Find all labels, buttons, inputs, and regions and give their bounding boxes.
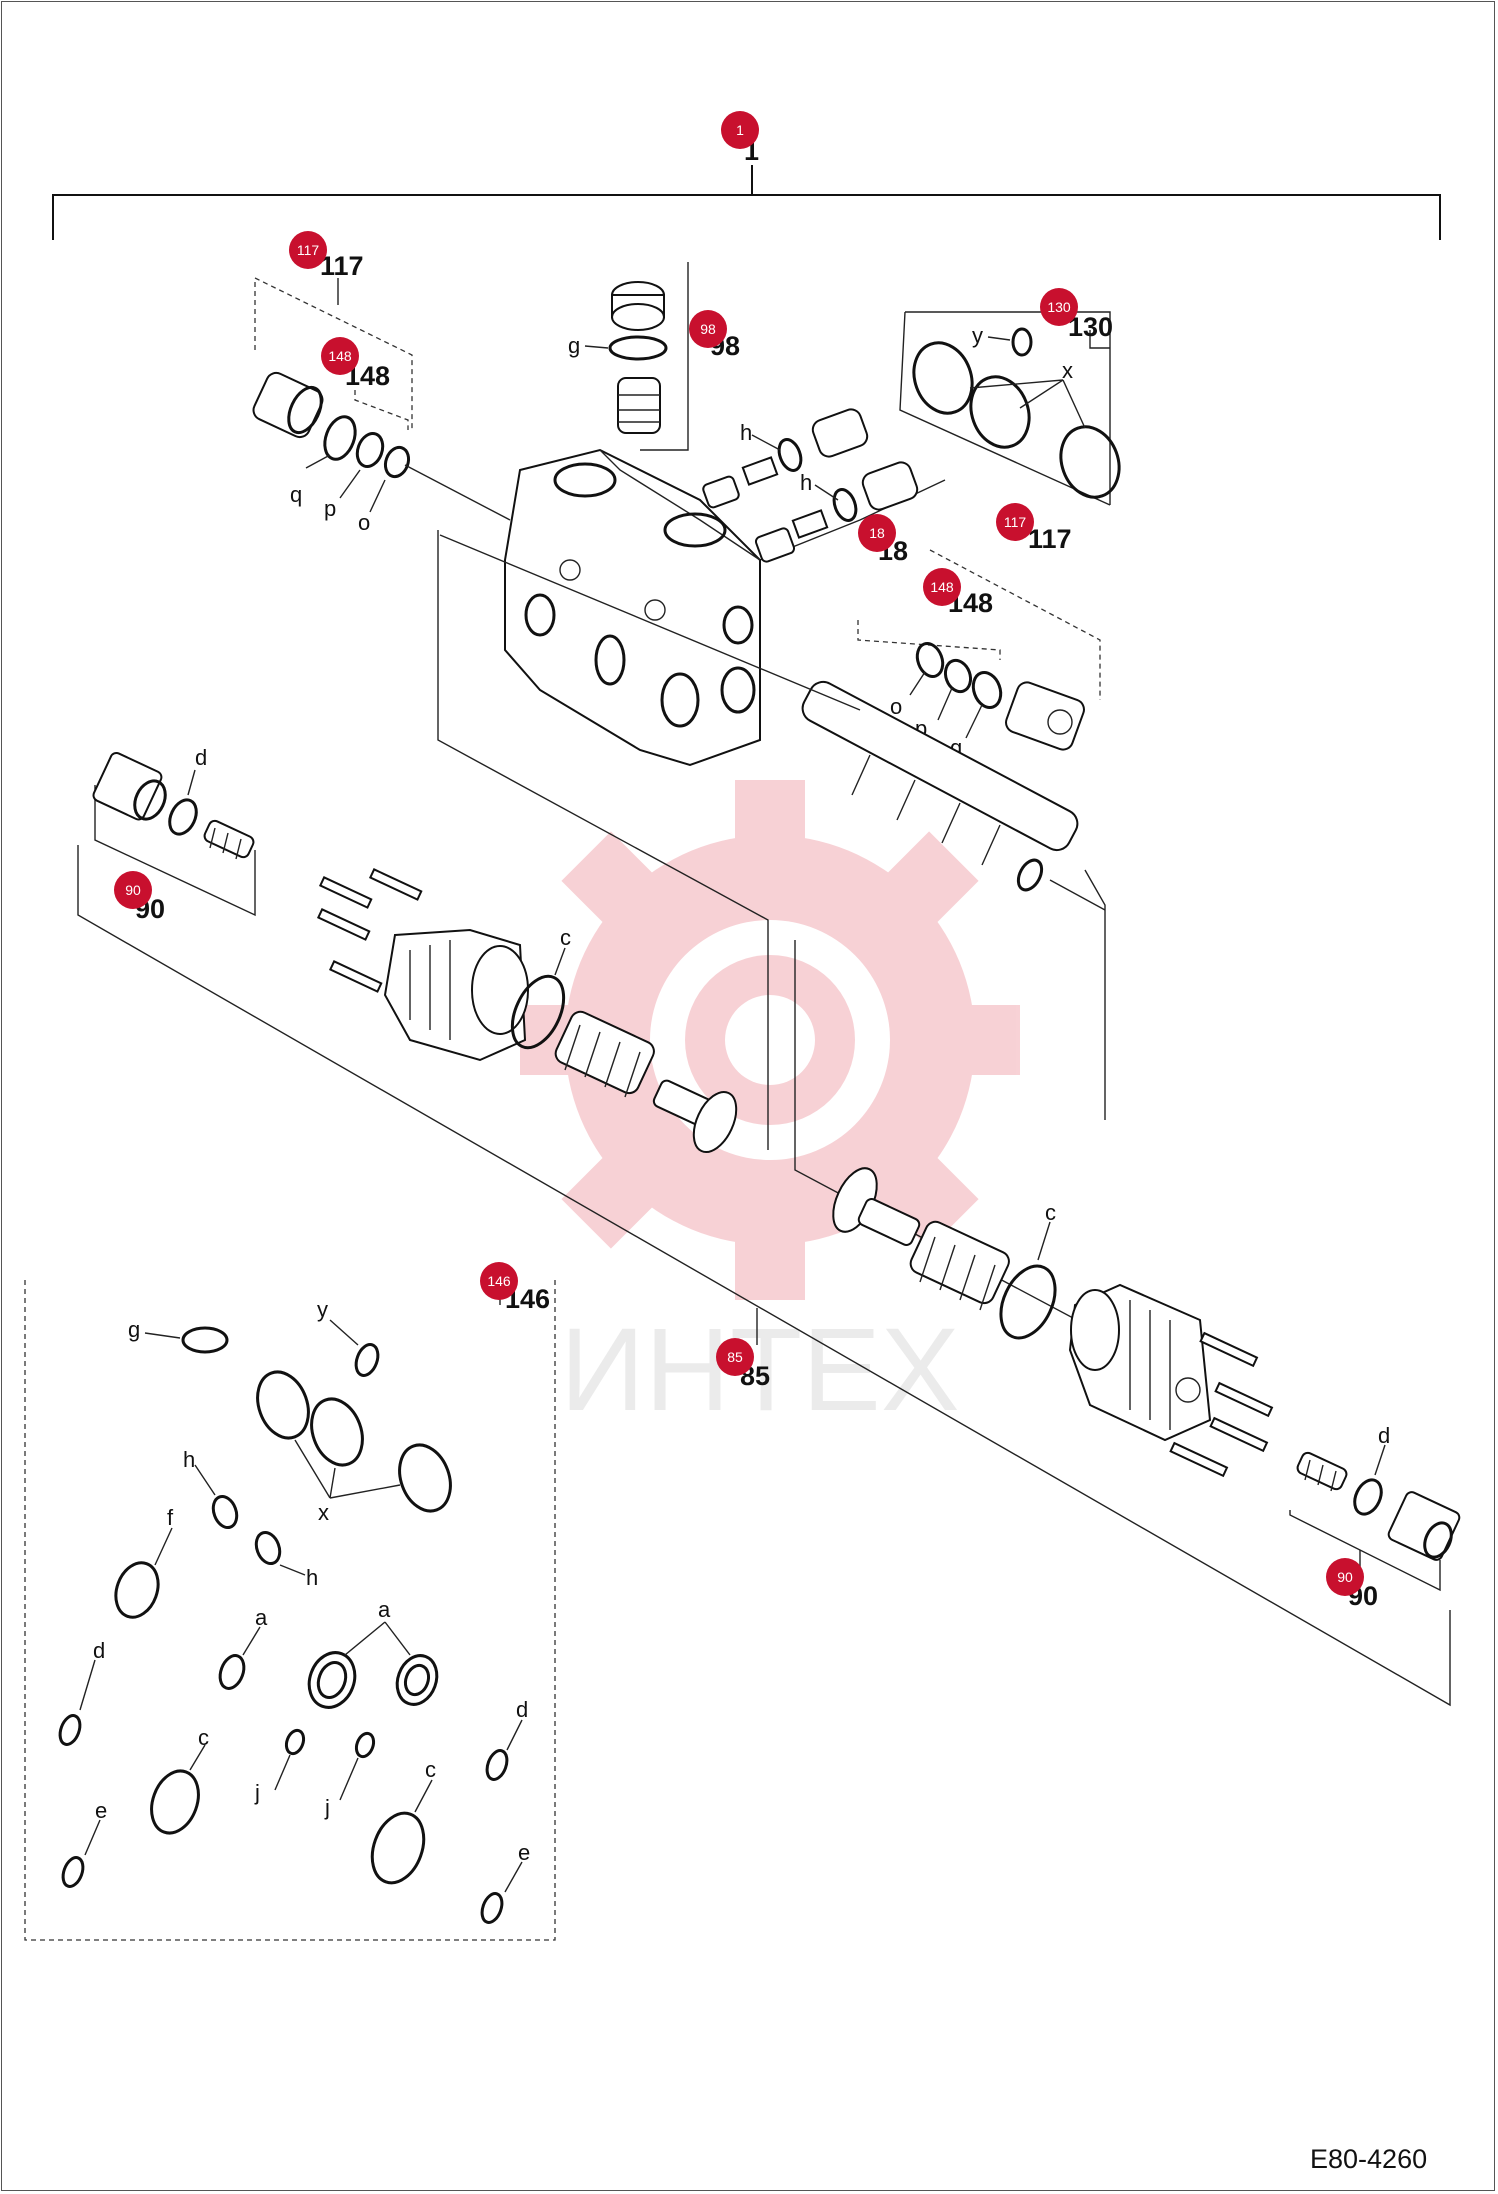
valve-18-upper: h [702, 408, 869, 509]
kit-letter-h-1: h [183, 1447, 195, 1472]
group-90-right: 90 d [1289, 1423, 1461, 1611]
kit-letter-d-1: d [93, 1638, 105, 1663]
svg-text:117: 117 [1004, 514, 1027, 530]
label-130: 130 [1068, 312, 1113, 342]
callout-badge-148-right[interactable]: 148 [923, 568, 961, 606]
svg-text:18: 18 [869, 525, 885, 541]
kit-letter-h-2: h [306, 1565, 318, 1590]
letter-h-2: h [800, 470, 812, 495]
kit-letter-a-2: a [378, 1597, 391, 1622]
kit-letter-g: g [128, 1317, 140, 1342]
drawing-code: E80-4260 [1310, 2144, 1427, 2174]
letter-o-2: o [890, 694, 902, 719]
group-18: 18 h h [702, 408, 946, 566]
letter-q-1: q [290, 482, 302, 507]
spring-left [554, 1010, 655, 1098]
valve-18-lower: h [754, 461, 919, 563]
svg-text:148: 148 [930, 579, 954, 595]
svg-text:146: 146 [487, 1273, 511, 1289]
callout-badge-146[interactable]: 146 [480, 1262, 518, 1300]
svg-text:117: 117 [297, 242, 320, 258]
label-117-right: 117 [1028, 524, 1072, 554]
kit-letter-e-1: e [95, 1798, 107, 1823]
watermark-text: ИНТЕХ [560, 1304, 960, 1436]
plug-117-right [1005, 681, 1085, 751]
svg-text:98: 98 [700, 321, 716, 337]
kit-letter-y: y [317, 1297, 328, 1322]
kit-wiper-ring-1 [307, 1651, 357, 1709]
letter-y-1: y [972, 323, 983, 348]
watermark-logo: ИНТЕХ [520, 780, 1020, 1436]
group-98: 98 g [568, 262, 740, 451]
callout-badge-18[interactable]: 18 [858, 514, 896, 552]
callout-badge-90-right[interactable]: 90 [1326, 1558, 1364, 1596]
callout-badge-148-left[interactable]: 148 [321, 337, 359, 375]
callout-badge-98[interactable]: 98 [689, 310, 727, 348]
spring-90-right [1296, 1451, 1348, 1492]
letter-c-2: c [1045, 1200, 1056, 1225]
letter-c-1: c [560, 925, 571, 950]
svg-text:90: 90 [1337, 1569, 1353, 1585]
kit-letter-f: f [167, 1505, 174, 1530]
main-assembly-bracket: 1 [52, 136, 1441, 240]
kit-wiper-ring-2 [395, 1654, 439, 1706]
letter-g-1: g [568, 333, 580, 358]
spring-right [909, 1220, 1010, 1311]
kit-letter-a-1: a [255, 1605, 268, 1630]
valve-body [504, 448, 761, 767]
retainer-right [832, 1167, 921, 1246]
cap-90-right [1387, 1491, 1461, 1561]
retainer-left [652, 1079, 738, 1153]
letter-d-1: d [195, 745, 207, 770]
bolts-right [1169, 1331, 1274, 1478]
label-117-left: 117 [320, 251, 364, 281]
kit-letter-e-2: e [518, 1840, 530, 1865]
callout-badge-117-left[interactable]: 117 [289, 231, 327, 269]
plug-117-left [252, 371, 324, 439]
svg-text:130: 130 [1047, 299, 1071, 315]
letter-p-1: p [324, 496, 336, 521]
letter-x-1: x [1062, 358, 1073, 383]
spring-90-left [203, 819, 255, 860]
kit-letter-j-1: j [254, 1780, 260, 1805]
spool [801, 680, 1079, 892]
seal-kit-146: 146 g y x h h f a a [24, 1280, 556, 1941]
letter-h-1: h [740, 420, 752, 445]
plug-98-cap [611, 281, 665, 331]
letter-o-1: o [358, 510, 370, 535]
kit-letter-c-2: c [425, 1757, 436, 1782]
kit-letter-x: x [318, 1500, 329, 1525]
kit-letter-j-2: j [324, 1795, 330, 1820]
callout-badge-130[interactable]: 130 [1040, 288, 1078, 326]
group-90-left: 90 d [77, 745, 1451, 1707]
bolts-left [316, 868, 423, 993]
svg-text:148: 148 [328, 348, 352, 364]
svg-text:90: 90 [125, 882, 141, 898]
cap-90-left [92, 751, 167, 821]
group-130: 130 y x [899, 311, 1121, 506]
callout-badge-90-left[interactable]: 90 [114, 871, 152, 909]
svg-text:1: 1 [736, 122, 744, 138]
kit-letter-c-1: c [198, 1725, 209, 1750]
callout-badge-1[interactable]: 1 [721, 111, 759, 149]
end-cover-right: c [832, 1167, 1274, 1478]
group-117-left: 117 148 q p o [252, 251, 511, 535]
callout-badge-85[interactable]: 85 [716, 1338, 754, 1376]
callout-badge-117-right[interactable]: 117 [996, 503, 1034, 541]
letter-d-2: d [1378, 1423, 1390, 1448]
svg-text:85: 85 [727, 1349, 743, 1365]
end-cover-left: c [316, 868, 738, 1153]
plug-98-valve [617, 377, 661, 434]
kit-letter-d-2: d [516, 1697, 528, 1722]
